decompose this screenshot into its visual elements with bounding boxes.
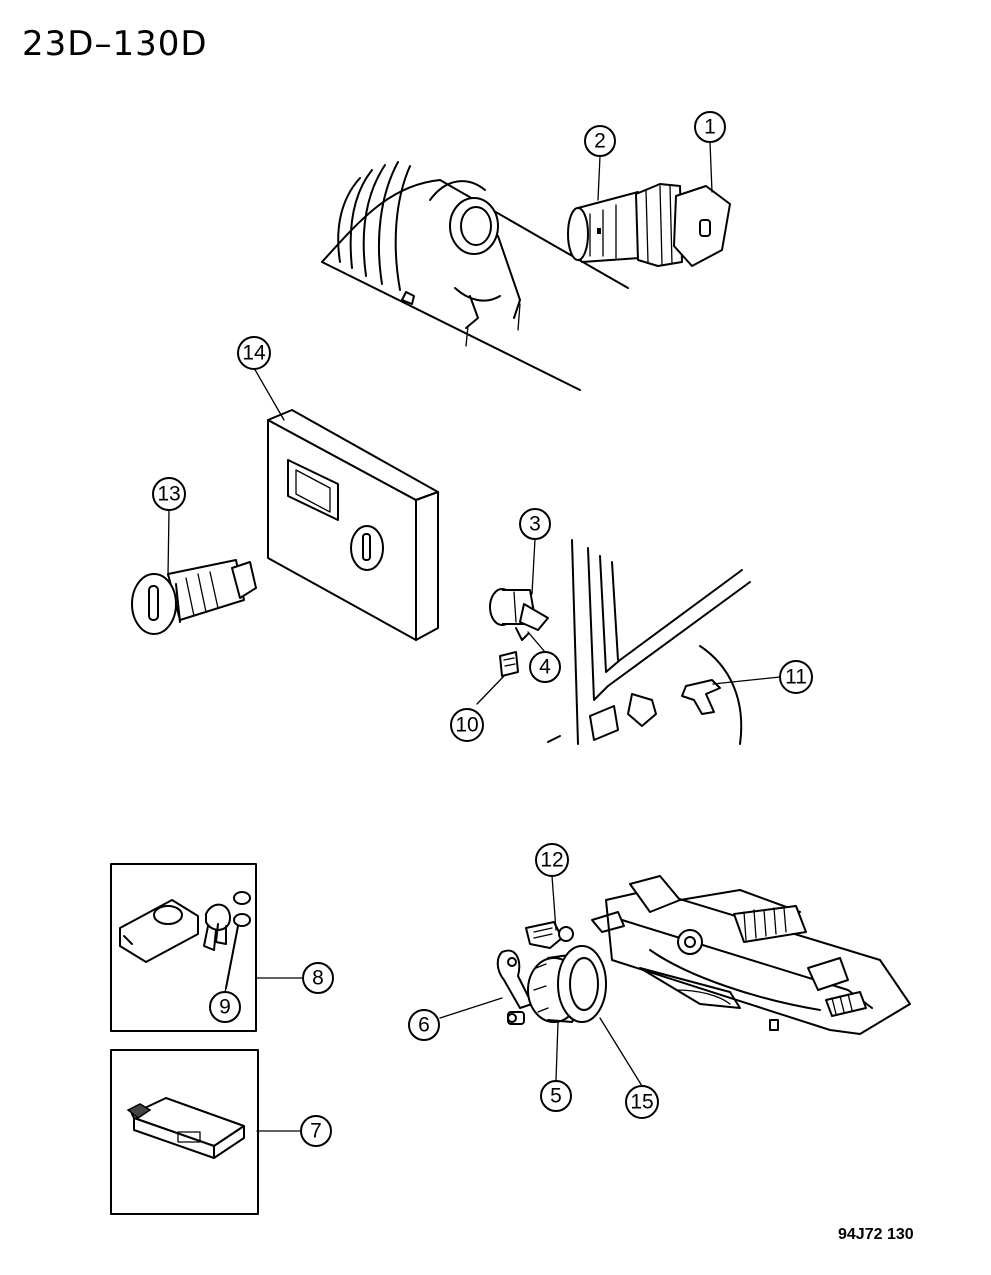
- lock-panel: [267, 409, 439, 641]
- callout-12: 12: [535, 843, 569, 877]
- callout-2: 2: [584, 125, 616, 157]
- callout-13-label: 13: [157, 483, 180, 506]
- callout-5-label: 5: [550, 1085, 562, 1108]
- callout-11-label: 11: [785, 666, 807, 689]
- diagram-code: 23D–130D: [22, 24, 208, 64]
- callout-15: 15: [625, 1085, 659, 1119]
- steering-column: [321, 161, 629, 391]
- lock-lever-6: [496, 949, 533, 1009]
- callout-3-label: 3: [529, 513, 541, 536]
- callout-10: 10: [450, 708, 484, 742]
- callout-13: 13: [152, 477, 186, 511]
- callout-4-label: 4: [539, 656, 551, 679]
- door-clip-11: [681, 679, 721, 715]
- receiver-frame: [110, 1049, 259, 1215]
- door-lock-cylinder-5: [496, 945, 607, 1025]
- callout-14: 14: [237, 336, 271, 370]
- key-fob-frame: [110, 863, 257, 1032]
- retainer-clip-12: [525, 921, 574, 949]
- callout-7-label: 7: [310, 1120, 322, 1143]
- door-lock-cylinder: [489, 588, 549, 677]
- callout-8: 8: [302, 962, 334, 994]
- callout-2-label: 2: [594, 130, 606, 153]
- door-handle-assembly: [591, 875, 911, 1035]
- callout-7: 7: [300, 1115, 332, 1147]
- callout-1-label: 1: [704, 116, 716, 139]
- callout-12-label: 12: [540, 849, 563, 872]
- ignition-lock-cylinder: [567, 183, 731, 267]
- callout-9: 9: [209, 991, 241, 1023]
- door-frame: [547, 539, 751, 745]
- callout-6: 6: [408, 1009, 440, 1041]
- callout-6-label: 6: [418, 1014, 430, 1037]
- callout-11: 11: [779, 660, 813, 694]
- panel-window: [287, 459, 339, 521]
- callout-9-label: 9: [219, 996, 231, 1019]
- callout-15-label: 15: [630, 1091, 653, 1114]
- leader-lines: [167, 141, 781, 1132]
- callout-10-label: 10: [455, 714, 478, 737]
- callout-3: 3: [519, 508, 551, 540]
- figure-code: 94J72 130: [838, 1226, 914, 1243]
- key-fob-kit: [110, 863, 257, 1032]
- receiver-module-kit: [110, 1049, 259, 1215]
- callout-4: 4: [529, 651, 561, 683]
- lock-cylinder-13: [131, 559, 257, 635]
- callout-8-label: 8: [312, 967, 324, 990]
- callout-14-label: 14: [242, 342, 266, 365]
- callout-5: 5: [540, 1080, 572, 1112]
- callout-1: 1: [694, 111, 726, 143]
